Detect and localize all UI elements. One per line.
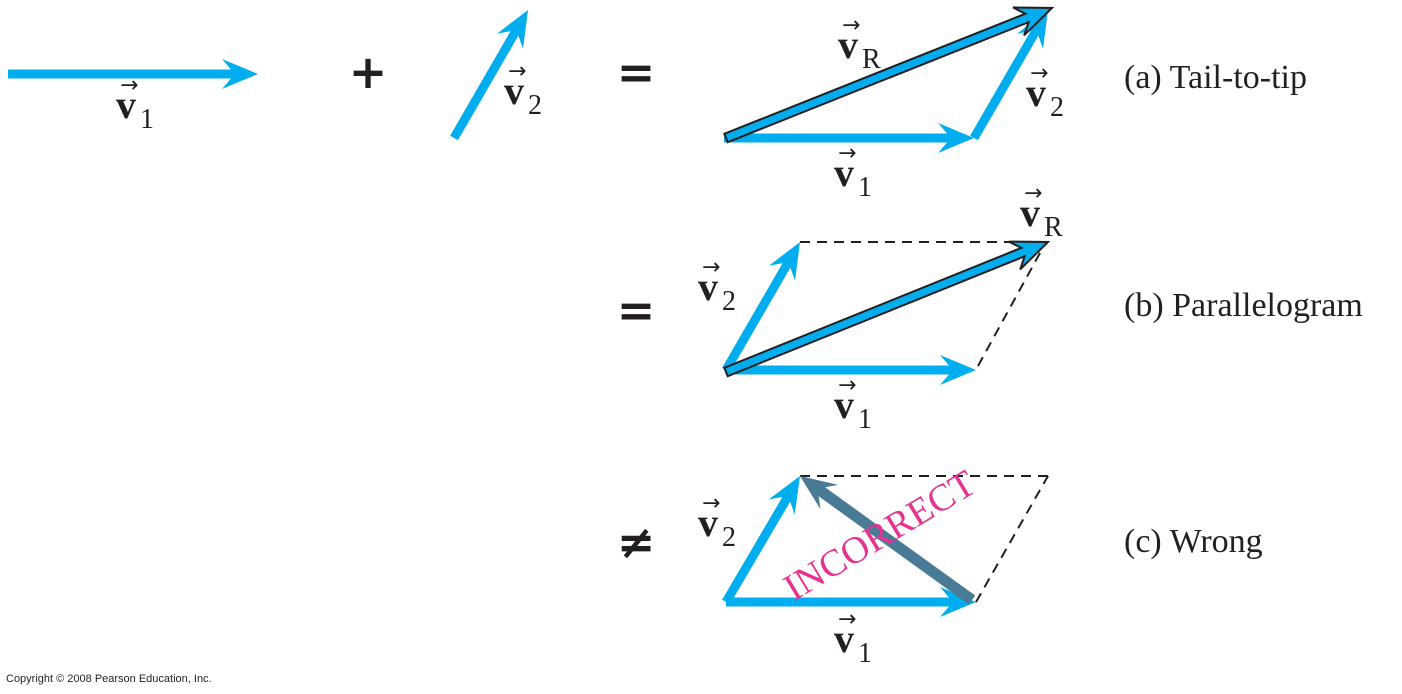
vector-v1-a — [724, 123, 974, 153]
caption-tail-to-tip: (a) Tail-to-tip — [1124, 59, 1307, 96]
vector-subscript: R — [862, 44, 881, 75]
vector-v2-standalone — [450, 10, 528, 141]
vector-v1-b — [726, 355, 976, 385]
copyright-notice: Copyright © 2008 Pearson Education, Inc. — [6, 673, 212, 685]
vector-subscript: 1 — [858, 638, 872, 669]
vector-letter: v — [698, 264, 718, 309]
vector-letter: v — [116, 82, 136, 127]
vector-letter: v — [504, 68, 524, 113]
vector-arrow-accent: → — [838, 373, 856, 398]
vector-letter: v — [698, 500, 718, 545]
not-equal-sign: ≠ — [617, 515, 656, 569]
vector-letter: v — [834, 150, 854, 195]
plus-sign: + — [349, 45, 388, 99]
vector-vR-b — [722, 240, 1051, 378]
equals-sign-a: = — [617, 45, 656, 99]
parallelogram-b-right-dashed — [977, 241, 1047, 367]
vector-arrow-accent: → — [838, 607, 856, 632]
parallelogram-c-right-dashed — [975, 475, 1049, 603]
vector-v2-c — [722, 476, 800, 605]
vector-v1-standalone — [8, 59, 258, 89]
vector-arrow-accent: → — [842, 13, 860, 38]
vector-arrow-accent: → — [1024, 181, 1042, 206]
vector-letter: v — [834, 382, 854, 427]
vector-arrow-accent: → — [508, 59, 526, 84]
vector-subscript: 2 — [528, 90, 542, 121]
vector-subscript: 2 — [1050, 92, 1064, 123]
vector-letter: v — [834, 616, 854, 661]
vector-letter: v — [1026, 70, 1046, 115]
vector-subscript: 2 — [722, 286, 736, 317]
vector-v2-b — [722, 242, 800, 373]
vector-wrong-c — [800, 476, 976, 605]
vector-arrow-accent: → — [702, 255, 720, 280]
vector-arrow-accent: → — [120, 73, 138, 98]
vector-arrow-accent: → — [1030, 61, 1048, 86]
vector-vR-a — [722, 6, 1055, 144]
vector-arrows — [8, 6, 1055, 617]
vector-arrow-accent: → — [838, 141, 856, 166]
vector-arrow-accent: → — [702, 491, 720, 516]
vector-subscript: R — [1044, 212, 1063, 243]
vector-letter: v — [838, 22, 858, 67]
caption-wrong: (c) Wrong — [1124, 523, 1263, 560]
vector-v1-c — [726, 587, 976, 617]
vector-letter: v — [1020, 190, 1040, 235]
caption-parallelogram: (b) Parallelogram — [1124, 287, 1363, 324]
vector-subscript: 1 — [858, 404, 872, 435]
vector-subscript: 1 — [140, 104, 154, 135]
vector-subscript: 1 — [858, 172, 872, 203]
equals-sign-b: = — [617, 283, 656, 337]
vector-v2-a — [970, 10, 1048, 141]
vector-subscript: 2 — [722, 522, 736, 553]
